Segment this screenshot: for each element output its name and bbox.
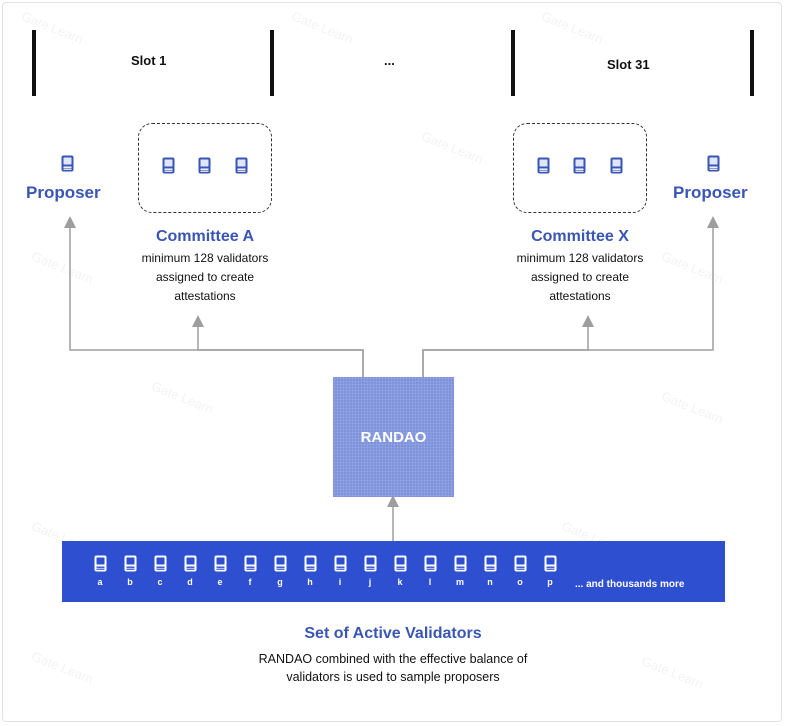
- validator-item: b: [122, 555, 138, 587]
- validator-item: h: [302, 555, 318, 587]
- randao-label: RANDAO: [360, 428, 427, 446]
- committee-x-box: [513, 123, 647, 213]
- arrow-to-committee-a: [197, 325, 364, 377]
- validator-server-icon: [244, 555, 257, 572]
- validator-item: n: [482, 555, 498, 587]
- slot-31-start-marker: [511, 30, 515, 96]
- committee-a-box: [138, 123, 272, 213]
- committee-a-desc-line: assigned to create: [155, 270, 255, 284]
- validator-item: d: [182, 555, 198, 587]
- randao-box: RANDAO: [333, 377, 454, 497]
- validator-server-icon: [198, 157, 211, 174]
- validator-server-icon: [304, 555, 317, 572]
- validator-server-icon: [274, 555, 287, 572]
- validator-letter: l: [428, 577, 432, 587]
- validator-server-icon: [334, 555, 347, 572]
- validator-item: l: [422, 555, 438, 587]
- validator-server-icon: [610, 157, 623, 174]
- validator-letter: c: [157, 577, 163, 587]
- validator-item: k: [392, 555, 408, 587]
- active-validators-bar: a b c d e f g h i j k l m n o p ... and thousands more: [62, 541, 725, 602]
- validator-letter: h: [307, 577, 313, 587]
- validator-server-icon: [394, 555, 407, 572]
- arrowhead-right-proposer: [707, 216, 719, 228]
- committee-x-desc-line: attestations: [549, 289, 611, 303]
- validator-server-icon: [214, 555, 227, 572]
- committee-a-desc-line: minimum 128 validators: [141, 251, 269, 265]
- validator-item: p: [542, 555, 558, 587]
- validator-item: j: [362, 555, 378, 587]
- validator-item: o: [512, 555, 528, 587]
- validator-server-icon: [184, 555, 197, 572]
- arrowhead-left-proposer: [64, 216, 76, 228]
- validator-letter: j: [368, 577, 372, 587]
- arrowhead-committee-x: [582, 315, 594, 327]
- slot-31-label: Slot 31: [607, 57, 650, 72]
- proposer-right-label: Proposer: [673, 183, 748, 202]
- committee-a-desc-line: attestations: [174, 289, 236, 303]
- validator-server-icon: [364, 555, 377, 572]
- validator-letter: g: [277, 577, 283, 587]
- set-desc-line: validators is used to sample proposers: [286, 670, 500, 684]
- validator-server-icon: [484, 555, 497, 572]
- validator-letter: o: [517, 577, 523, 587]
- committee-x-desc-line: assigned to create: [530, 270, 630, 284]
- slot-1-end-marker: [270, 30, 274, 96]
- validator-letter: d: [187, 577, 193, 587]
- proposer-left-label: Proposer: [26, 183, 101, 202]
- slot-31-end-marker: [750, 30, 754, 96]
- validator-item: a: [92, 555, 108, 587]
- validator-letter: p: [547, 577, 553, 587]
- arrowhead-randao: [387, 495, 399, 507]
- arrow-to-committee-x: [422, 325, 589, 377]
- validator-letter: e: [217, 577, 223, 587]
- validator-letter: i: [338, 577, 342, 587]
- validator-server-icon: [61, 155, 74, 172]
- slot-1-label: Slot 1: [131, 53, 167, 68]
- validator-item: i: [332, 555, 348, 587]
- validator-server-icon: [544, 555, 557, 572]
- validator-server-icon: [235, 157, 248, 174]
- set-desc-line: RANDAO combined with the effective balan…: [258, 652, 528, 666]
- committee-a-title: Committee A: [155, 228, 255, 245]
- validator-server-icon: [514, 555, 527, 572]
- validator-server-icon: [537, 157, 550, 174]
- more-validators-label: ... and thousands more: [575, 579, 685, 590]
- validator-item: e: [212, 555, 228, 587]
- set-description: RANDAO combined with the effective balan…: [193, 650, 593, 686]
- slots-ellipsis: ...: [384, 53, 395, 68]
- validator-server-icon: [94, 555, 107, 572]
- validator-letter: m: [455, 577, 464, 587]
- arrowhead-committee-a: [192, 315, 204, 327]
- validator-server-icon: [162, 157, 175, 174]
- validator-server-icon: [154, 555, 167, 572]
- validator-letter: f: [248, 577, 252, 587]
- validator-letter: n: [487, 577, 493, 587]
- committee-x-description: minimum 128 validators assigned to creat…: [480, 249, 680, 306]
- validator-server-icon: [454, 555, 467, 572]
- validator-server-icon: [124, 555, 137, 572]
- validator-item: f: [242, 555, 258, 587]
- validator-server-icon: [707, 155, 720, 172]
- slot-1-start-marker: [32, 30, 36, 96]
- validator-letter: k: [397, 577, 403, 587]
- validator-item: g: [272, 555, 288, 587]
- committee-a-description: minimum 128 validators assigned to creat…: [105, 249, 305, 306]
- validator-item: c: [152, 555, 168, 587]
- validator-server-icon: [424, 555, 437, 572]
- validator-item: m: [452, 555, 468, 587]
- validator-letter: a: [97, 577, 103, 587]
- set-title: Set of Active Validators: [304, 625, 482, 642]
- committee-x-desc-line: minimum 128 validators: [516, 251, 644, 265]
- committee-x-title: Committee X: [531, 228, 629, 245]
- validator-server-icon: [573, 157, 586, 174]
- arrow-to-right-proposer: [422, 226, 714, 377]
- validator-letter: b: [127, 577, 133, 587]
